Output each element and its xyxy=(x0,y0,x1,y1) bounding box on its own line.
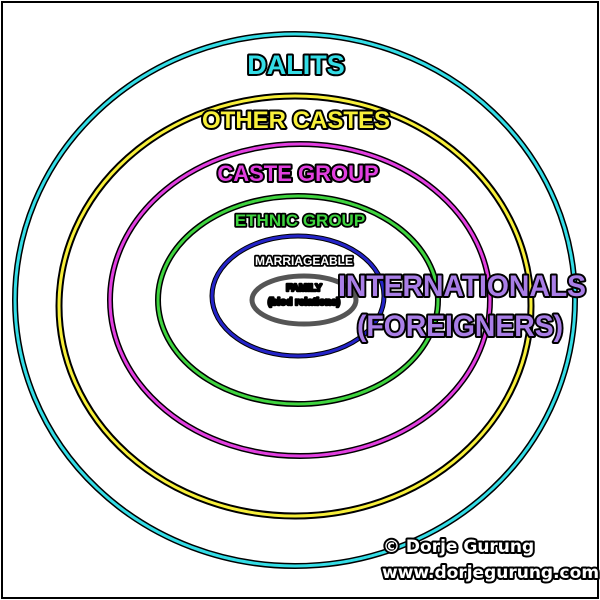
label-foreigners: (FOREIGNERS) xyxy=(357,310,563,343)
ring-caste-group xyxy=(107,141,493,459)
label-caste-group: CASTE GROUP xyxy=(217,161,378,186)
label-blood-relations: (blod relations) xyxy=(268,297,340,308)
label-ethnic-group: ETHNIC GROUP xyxy=(235,211,365,230)
ring-other-castes xyxy=(55,92,535,520)
ring-ethnic-group xyxy=(155,193,441,407)
label-other-castes: OTHER CASTES xyxy=(202,107,390,134)
ring-family xyxy=(249,273,359,327)
label-marriageable: MARRIAGEABLE xyxy=(255,254,353,268)
website-text: www.dorjegurung.com xyxy=(382,563,599,583)
label-internationals: INTERNATIONALS xyxy=(338,270,586,303)
label-family: FAMILY xyxy=(286,283,322,294)
label-dalits: DALITS xyxy=(247,50,345,80)
ring-dalits xyxy=(12,31,578,569)
ring-marriageable xyxy=(209,233,387,359)
copyright-text: © Dorje Gurung xyxy=(383,537,534,557)
